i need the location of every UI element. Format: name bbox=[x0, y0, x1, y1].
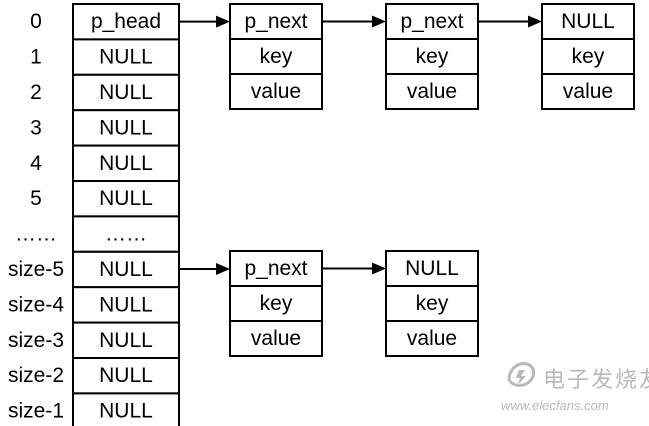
bucket-cell bbox=[72, 321, 180, 360]
elecfans-logo-icon bbox=[507, 362, 536, 387]
bucket-value: NULL bbox=[99, 400, 153, 423]
node-next-label: p_next bbox=[244, 257, 307, 280]
bucket-index: 0 bbox=[30, 10, 42, 33]
node-field-cell bbox=[229, 38, 323, 75]
node-next-label: p_next bbox=[400, 10, 463, 33]
node-field-cell bbox=[229, 320, 323, 357]
node-field-cell bbox=[229, 285, 323, 322]
watermark: 电子发烧友 www.elecfans.com bbox=[501, 358, 649, 416]
pointer-arrows bbox=[179, 15, 542, 275]
pointer-arrow bbox=[322, 15, 386, 28]
bucket-index: size-2 bbox=[8, 364, 64, 387]
bucket-cell bbox=[72, 38, 180, 76]
bucket-index: 3 bbox=[30, 116, 42, 139]
bucket-cell bbox=[72, 180, 180, 218]
list-node: NULL key value bbox=[541, 3, 635, 110]
bucket-cell bbox=[72, 109, 180, 147]
pointer-arrow bbox=[478, 15, 542, 28]
node-field-cell bbox=[541, 38, 635, 75]
bucket-value: NULL bbox=[99, 46, 153, 69]
node-field-cell bbox=[385, 285, 479, 322]
bucket-value: NULL bbox=[99, 364, 153, 387]
node-field-cell bbox=[385, 320, 479, 357]
bucket-value: NULL bbox=[99, 293, 153, 316]
pointer-arrow bbox=[322, 262, 386, 275]
arrow-head bbox=[216, 263, 230, 275]
pointer-arrow bbox=[179, 263, 230, 275]
bucket-value: NULL bbox=[99, 258, 153, 281]
bucket-index: 2 bbox=[30, 81, 42, 104]
bucket-cell bbox=[72, 286, 180, 324]
node-value-label: value bbox=[251, 327, 301, 350]
node-next-label: p_next bbox=[244, 10, 307, 33]
node-field-cell bbox=[385, 250, 479, 287]
bucket-index: size-1 bbox=[8, 400, 64, 423]
node-key-label: key bbox=[416, 45, 449, 68]
bucket-cell bbox=[72, 357, 180, 395]
node-key-label: key bbox=[260, 292, 293, 315]
node-value-label: value bbox=[251, 80, 301, 103]
node-key-label: key bbox=[260, 45, 293, 68]
arrow-head bbox=[372, 15, 386, 28]
bucket-value: NULL bbox=[99, 116, 153, 139]
watermark-url: www.elecfans.com bbox=[501, 398, 609, 413]
node-field-cell bbox=[541, 73, 635, 110]
node-value-label: value bbox=[563, 80, 613, 103]
bucket-index: 5 bbox=[30, 187, 42, 210]
bucket-index: size-5 bbox=[8, 258, 64, 281]
node-value-label: value bbox=[407, 80, 457, 103]
arrow-head bbox=[528, 15, 542, 28]
node-key-label: key bbox=[572, 45, 605, 68]
linked-list-chains: p_nextkeyvaluep_nextkeyvalueNULLkeyvalue… bbox=[229, 3, 635, 357]
bucket-value: p_head bbox=[91, 10, 161, 33]
bucket-cell bbox=[72, 392, 180, 426]
node-field-cell bbox=[229, 73, 323, 110]
pointer-arrow bbox=[179, 15, 230, 28]
bucket-index: 1 bbox=[30, 46, 42, 69]
list-node: NULL key value bbox=[385, 250, 479, 357]
bucket-index: size-3 bbox=[8, 329, 64, 352]
bucket-value: NULL bbox=[99, 81, 153, 104]
bucket-value: NULL bbox=[99, 187, 153, 210]
node-value-label: value bbox=[407, 327, 457, 350]
bucket-index: …… bbox=[15, 223, 57, 246]
node-field-cell bbox=[385, 38, 479, 75]
node-field-cell bbox=[541, 3, 635, 40]
node-field-cell bbox=[229, 3, 323, 40]
node-field-cell bbox=[385, 73, 479, 110]
watermark-title: 电子发烧友 bbox=[543, 367, 649, 392]
node-key-label: key bbox=[416, 292, 449, 315]
bucket-index: size-4 bbox=[8, 293, 64, 316]
arrow-head bbox=[372, 262, 386, 275]
arrow-head bbox=[216, 15, 230, 28]
node-next-label: NULL bbox=[405, 257, 459, 280]
bucket-cell bbox=[72, 144, 180, 183]
bucket-index-labels: 0 1 2 3 4 5 …… size-5 size-4 size-3 size-2 size-1 bbox=[8, 10, 64, 422]
node-next-label: NULL bbox=[561, 10, 615, 33]
bucket-index: 4 bbox=[30, 152, 42, 175]
bucket-value: NULL bbox=[99, 152, 153, 175]
bucket-value: NULL bbox=[99, 329, 153, 352]
bucket-value: …… bbox=[105, 223, 147, 246]
